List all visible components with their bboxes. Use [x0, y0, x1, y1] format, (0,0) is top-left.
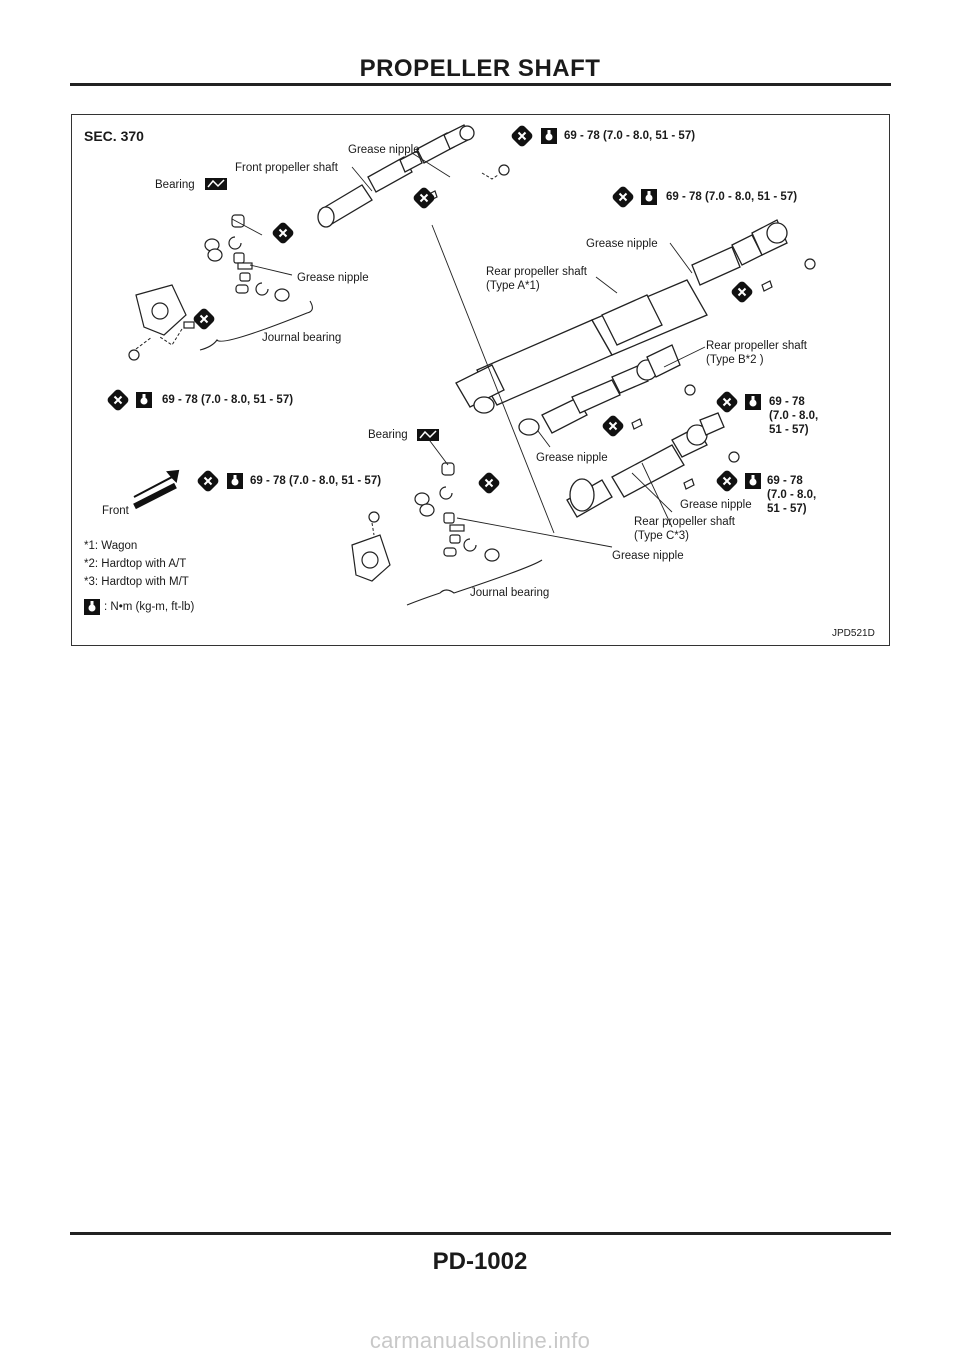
do-not-reuse-icon [475, 469, 503, 497]
label-grease-nipple: Grease nipple [536, 452, 608, 464]
rear-shaft-a-drawing [455, 219, 788, 414]
grease-icon [204, 177, 228, 191]
label-rear-propeller-shaft-b: Rear propeller shaft (Type B*2 ) [706, 340, 807, 366]
torque-spec: 69 - 78 (7.0 - 8.0, 51 - 57) [767, 475, 817, 515]
label-bearing: Bearing [155, 179, 195, 191]
do-not-reuse-icon [269, 219, 297, 247]
label-grease-nipple: Grease nipple [348, 144, 420, 156]
torque-spec: 69 - 78 (7.0 - 8.0, 51 - 57) [769, 396, 819, 436]
label-front-propeller-shaft: Front propeller shaft [235, 162, 338, 174]
label-journal-bearing: Journal bearing [262, 332, 342, 344]
torque-spec: 69 - 78 (7.0 - 8.0, 51 - 57) [250, 475, 382, 487]
torque-wrench-icon [227, 473, 243, 489]
figure-id: JPD521D [832, 628, 875, 639]
do-not-reuse-icon [728, 278, 756, 306]
torque-spec: 69 - 78 (7.0 - 8.0, 51 - 57) [162, 394, 294, 406]
torque-wrench-icon [84, 599, 100, 615]
label-grease-nipple: Grease nipple [586, 238, 658, 250]
page-title: PROPELLER SHAFT [359, 55, 601, 82]
do-not-reuse-icon [104, 386, 132, 414]
do-not-reuse-icon [609, 183, 637, 211]
do-not-reuse-icon [508, 122, 536, 150]
watermark: carmanualsonline.info [369, 1328, 591, 1353]
front-joint-parts [128, 214, 290, 361]
diagram-drawing [84, 122, 816, 615]
note-hardtop-mt: *3: Hardtop with M/T [84, 576, 189, 588]
footer-rule [70, 1232, 891, 1235]
torque-wrench-icon [641, 189, 657, 205]
label-grease-nipple: Grease nipple [297, 272, 369, 284]
label-rear-propeller-shaft-c: Rear propeller shaft (Type C*3) [634, 516, 735, 542]
do-not-reuse-icon [713, 388, 741, 416]
torque-wrench-icon [745, 473, 761, 489]
grease-icon [416, 428, 440, 442]
do-not-reuse-icon [410, 184, 438, 212]
exploded-diagram: SEC. 370 Grease nipple Front propeller s… [71, 114, 890, 646]
torque-spec: 69 - 78 (7.0 - 8.0, 51 - 57) [666, 191, 798, 203]
label-front: Front [102, 505, 129, 517]
torque-wrench-icon [541, 128, 557, 144]
front-arrow-icon [133, 469, 180, 510]
note-hardtop-at: *2: Hardtop with A/T [84, 558, 187, 570]
do-not-reuse-icon [713, 467, 741, 495]
front-propeller-shaft-drawing [317, 124, 475, 228]
label-rear-propeller-shaft-a: Rear propeller shaft (Type A*1) [486, 266, 587, 292]
torque-spec: 69 - 78 (7.0 - 8.0, 51 - 57) [564, 130, 696, 142]
do-not-reuse-icon [599, 412, 627, 440]
rear-shaft-b-drawing [518, 344, 681, 436]
do-not-reuse-icon [190, 305, 218, 333]
label-grease-nipple: Grease nipple [680, 499, 752, 511]
label-grease-nipple: Grease nipple [612, 550, 684, 562]
header-rule [70, 83, 891, 86]
section-number: SEC. 370 [84, 128, 144, 144]
rear-shaft-c-drawing [566, 412, 725, 518]
page-number: PD-1002 [432, 1248, 528, 1275]
do-not-reuse-icon [194, 467, 222, 495]
label-bearing: Bearing [368, 429, 408, 441]
rear-joint-parts [351, 462, 500, 582]
torque-wrench-icon [745, 394, 761, 410]
note-wagon: *1: Wagon [84, 540, 138, 552]
note-torque-unit: : N•m (kg-m, ft-lb) [104, 601, 195, 613]
torque-wrench-icon [136, 392, 152, 408]
label-journal-bearing: Journal bearing [470, 587, 550, 599]
